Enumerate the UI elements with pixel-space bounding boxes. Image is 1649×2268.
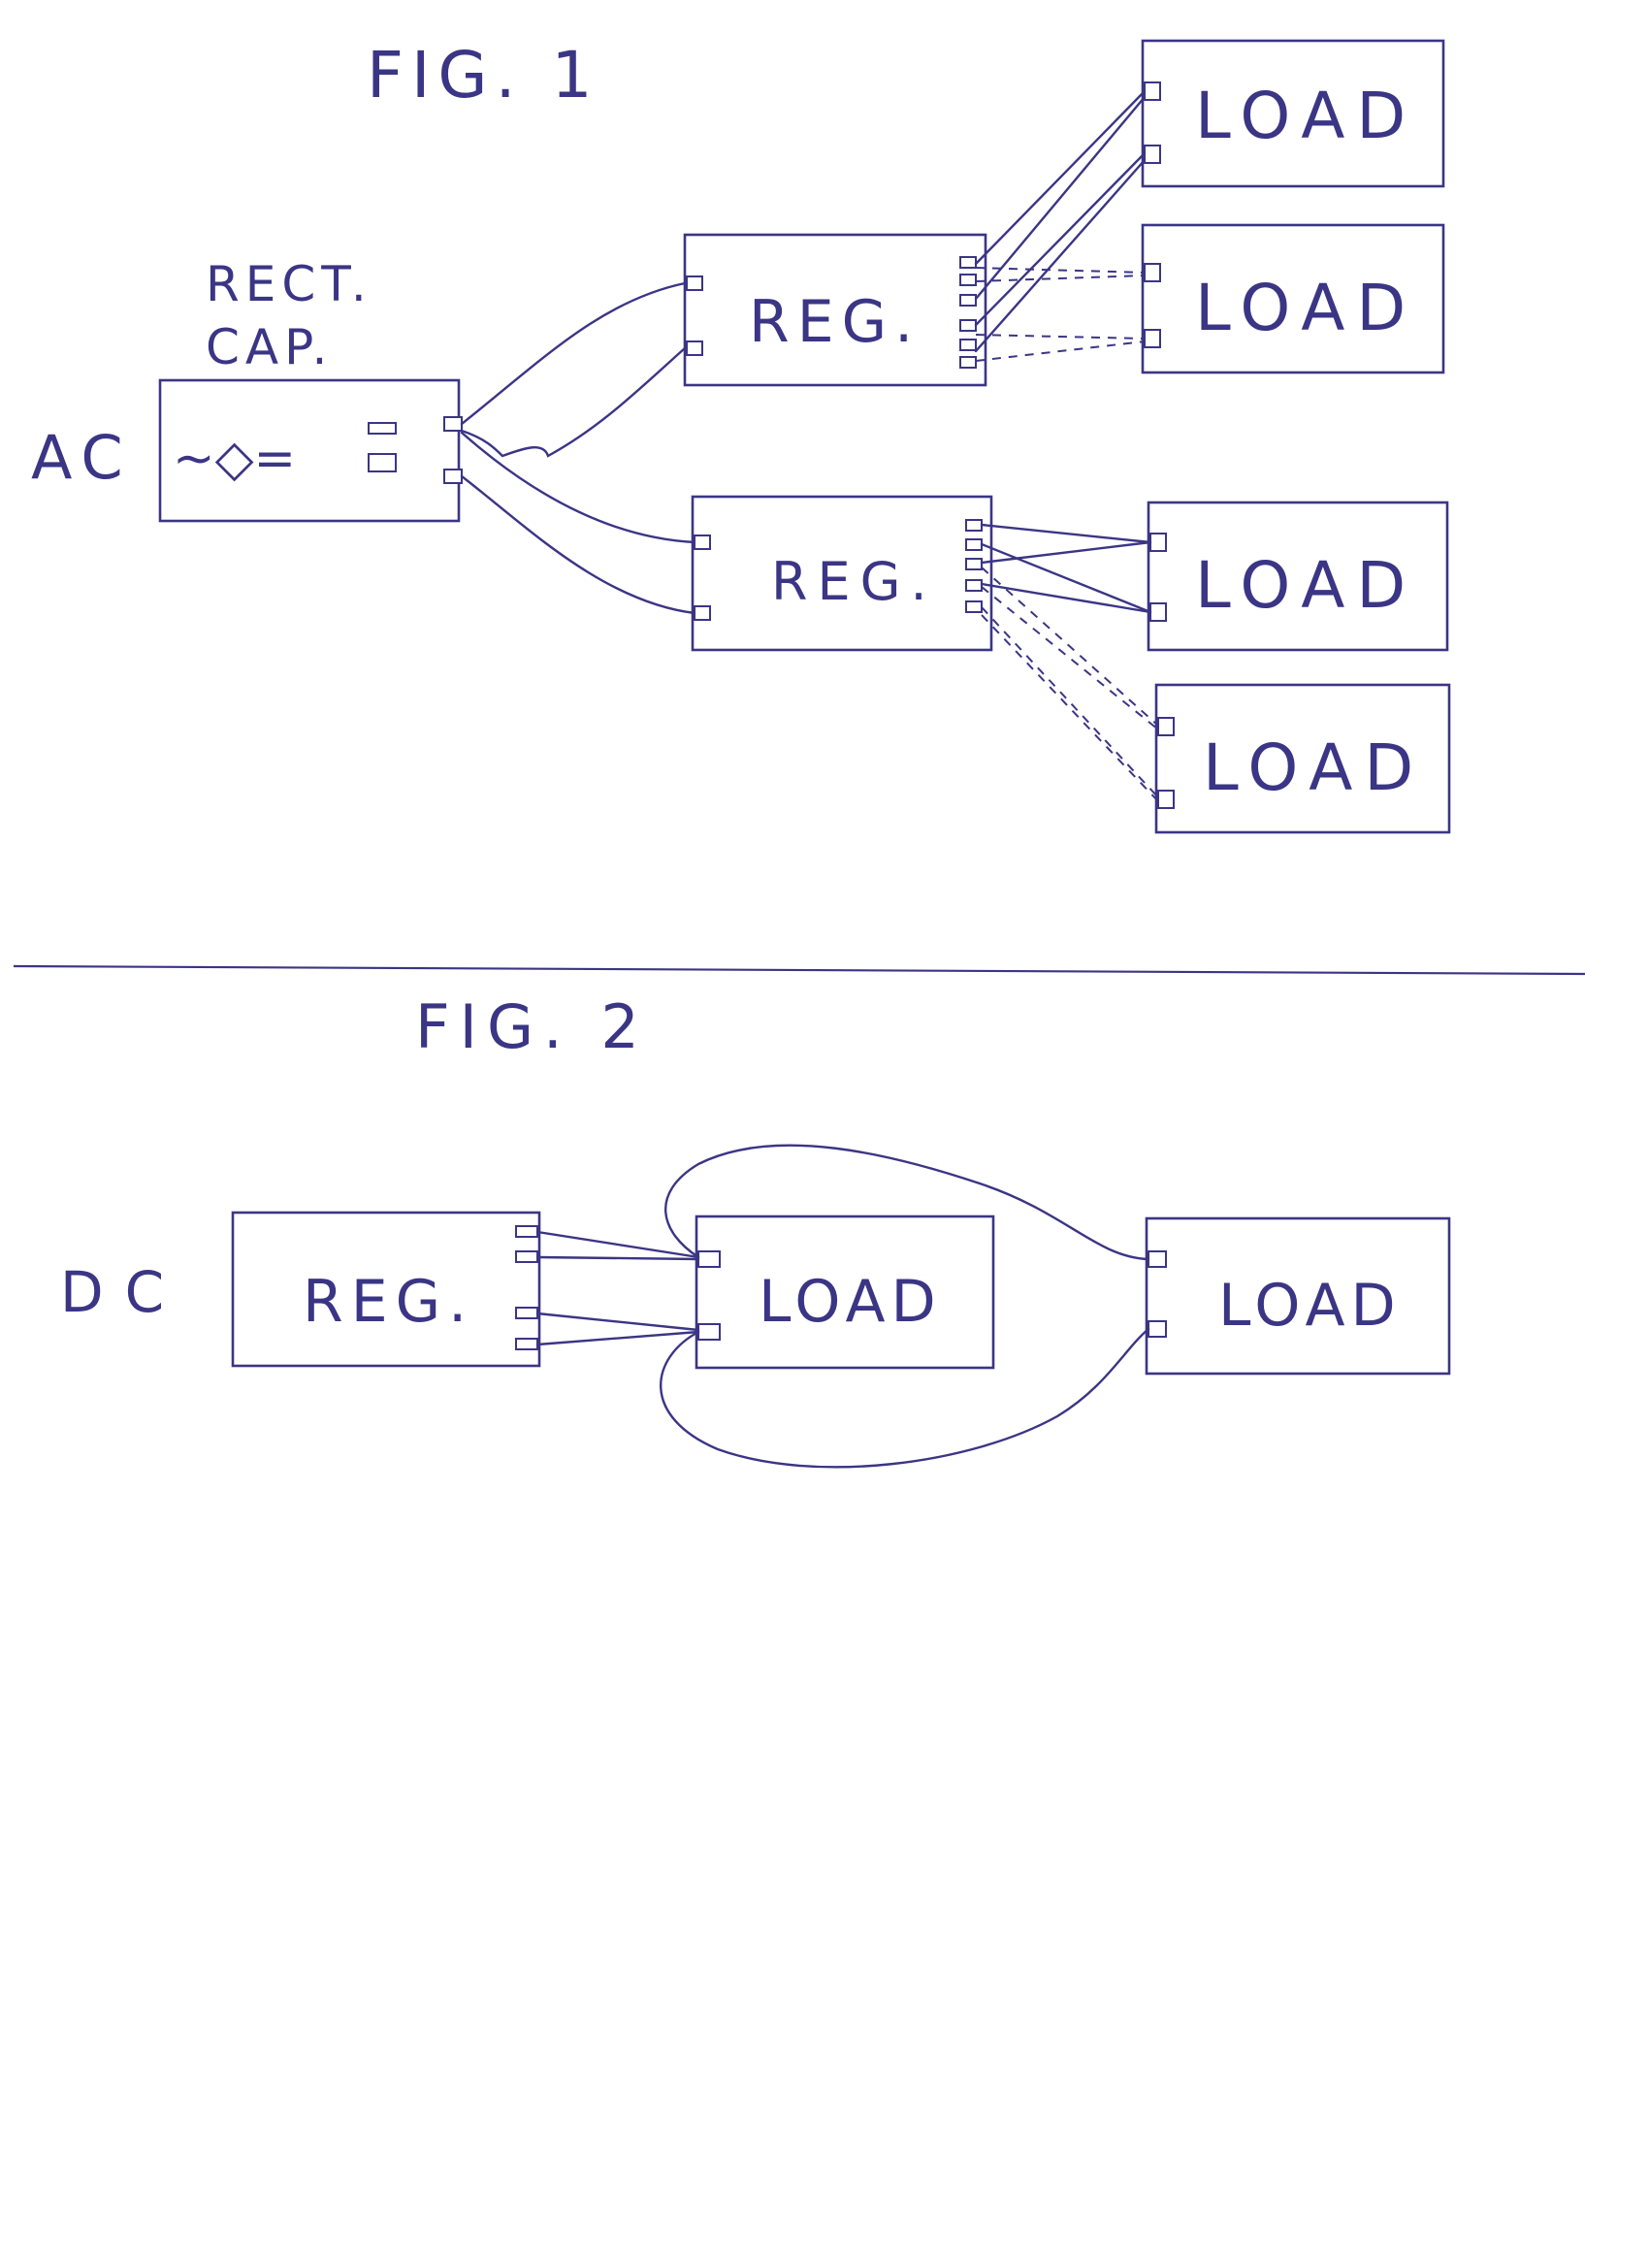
load-label: LOAD: [759, 1268, 942, 1336]
fig1-top-regulator-wires: [974, 89, 1147, 362]
fig1-rectifier-wires: [460, 281, 696, 615]
load-terminal: [1144, 329, 1161, 348]
regulator-bottom-label: REG.: [771, 551, 937, 612]
load-block-3: LOAD: [1147, 501, 1449, 652]
regulator-bottom-block: REG.: [691, 495, 993, 652]
regulator-top-label: REG.: [749, 288, 921, 356]
load-terminal: [1144, 145, 1161, 164]
rectifier-symbols: ~◇=: [173, 430, 296, 488]
rectifier-label-line1: RECT.: [206, 256, 372, 312]
regulator-output-terminal: [515, 1250, 538, 1263]
load-label: LOAD: [1203, 730, 1425, 805]
load-terminal: [1149, 602, 1167, 622]
load-label: LOAD: [1218, 1272, 1402, 1340]
capacitor-icon: [368, 422, 397, 435]
ac-source-label: AC: [31, 422, 133, 493]
load-terminal: [1144, 81, 1161, 101]
load-terminal: [1149, 533, 1167, 552]
dc-source-label: DC: [60, 1259, 185, 1325]
fig2-regulator-block: REG.: [231, 1211, 541, 1368]
fig1-title: FIG. 1: [367, 38, 600, 113]
regulator-output-terminal: [959, 294, 977, 307]
regulator-output-terminal: [965, 558, 983, 570]
figure-separator: [13, 964, 1586, 976]
regulator-output-terminal: [959, 319, 977, 332]
load-block-4: LOAD: [1154, 683, 1451, 834]
rectifier-capacitor-block: ~◇=: [158, 378, 463, 523]
regulator-output-terminal: [959, 339, 977, 351]
capacitor-icon: [368, 453, 397, 472]
load-terminal: [1157, 717, 1175, 736]
regulator-output-terminal: [515, 1225, 538, 1238]
load-label: LOAD: [1195, 79, 1417, 153]
fig2-regulator-label: REG.: [303, 1268, 474, 1336]
regulator-output-terminal: [965, 538, 983, 551]
regulator-output-terminal: [515, 1338, 538, 1350]
fig1-bottom-regulator-wires: [980, 523, 1159, 802]
regulator-input-terminal: [694, 605, 711, 621]
regulator-output-terminal: [965, 519, 983, 532]
load-block-1: LOAD: [1141, 39, 1445, 188]
load-terminal: [1144, 263, 1161, 282]
fig2-wires: [535, 1144, 1150, 1469]
load-terminal: [1148, 1250, 1167, 1268]
load-terminal: [697, 1323, 721, 1341]
load-block-2: LOAD: [1141, 223, 1445, 374]
regulator-output-terminal: [965, 600, 983, 613]
load-terminal: [1157, 790, 1175, 809]
regulator-output-terminal: [515, 1307, 538, 1319]
regulator-output-terminal: [959, 356, 977, 369]
load-terminal: [697, 1250, 721, 1268]
fig2-load-block-2: LOAD: [1145, 1216, 1451, 1376]
load-label: LOAD: [1195, 548, 1417, 623]
rectifier-terminal: [443, 416, 463, 432]
fig2-load-block-1: LOAD: [695, 1215, 995, 1370]
regulator-output-terminal: [959, 256, 977, 269]
regulator-input-terminal: [694, 535, 711, 550]
fig2-title: FIG. 2: [415, 991, 649, 1062]
rectifier-label-line2: CAP.: [206, 319, 333, 375]
load-terminal: [1148, 1320, 1167, 1338]
load-label: LOAD: [1195, 271, 1417, 345]
regulator-input-terminal: [686, 275, 703, 291]
regulator-input-terminal: [686, 340, 703, 356]
regulator-top-block: REG.: [683, 233, 987, 387]
rectifier-terminal: [443, 469, 463, 484]
regulator-output-terminal: [959, 274, 977, 286]
regulator-output-terminal: [965, 579, 983, 592]
